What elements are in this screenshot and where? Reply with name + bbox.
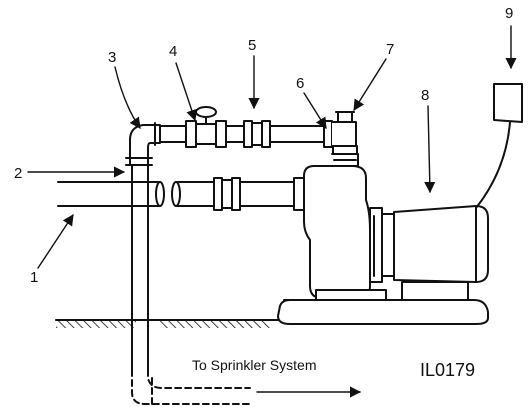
illustration-code: IL0179 (420, 360, 475, 380)
union-coupling (243, 120, 271, 148)
callout-2: 2 (14, 165, 22, 182)
drop-pipe (131, 164, 149, 371)
callout-7: 7 (386, 41, 394, 58)
callout-3: 3 (108, 49, 116, 66)
sprinkler-caption: To Sprinkler System (192, 357, 316, 373)
pump-base (277, 281, 489, 325)
tee-fitting (323, 120, 358, 155)
elbow-fitting (125, 122, 161, 166)
callout-8: 8 (421, 87, 429, 104)
callout-labels: 1 2 3 4 5 6 7 8 9 (14, 5, 513, 286)
callout-6: 6 (296, 75, 304, 92)
sprinkler-line-underground (131, 369, 251, 405)
priming-plug (335, 111, 355, 123)
callout-1: 1 (30, 269, 38, 286)
electrical-wire (475, 121, 511, 209)
ground-surface (55, 319, 301, 328)
pump-motor-adapter (369, 207, 395, 283)
pump-motor (393, 205, 489, 283)
well-pipe (57, 181, 165, 207)
control-box (493, 83, 523, 123)
pump-housing (303, 153, 371, 299)
gate-valve (185, 106, 227, 148)
callout-9: 9 (505, 5, 513, 22)
suction-inlet-pipe (171, 177, 305, 211)
callout-4: 4 (169, 43, 177, 60)
callout-arrows (27, 25, 517, 269)
callout-5: 5 (248, 37, 256, 54)
